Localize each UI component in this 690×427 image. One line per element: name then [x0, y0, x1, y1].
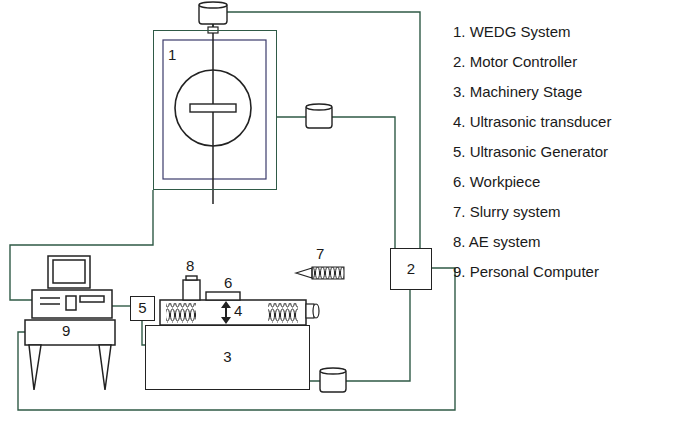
wires	[10, 190, 455, 410]
component-box: 2	[390, 248, 432, 290]
slurry-nozzle	[296, 267, 344, 279]
ae-sensor	[183, 276, 200, 300]
legend-entry: 7. Slurry system	[453, 204, 561, 221]
callout-number: 7	[316, 246, 324, 263]
callout-number: 5	[138, 300, 146, 317]
wedg-mechanism	[163, 24, 266, 204]
callout-number: 6	[224, 275, 232, 292]
legend-entry: 9. Personal Computer	[453, 264, 599, 281]
callout-number: 3	[223, 349, 231, 366]
callout-number: 9	[62, 323, 70, 340]
legend-entry: 6. Workpiece	[453, 174, 540, 191]
personal-computer	[25, 256, 115, 390]
legend-entry: 8. AE system	[453, 234, 541, 251]
callout-number: 4	[234, 303, 242, 320]
workpiece	[206, 292, 240, 300]
component-box: 5	[130, 296, 155, 321]
component-box: 3	[145, 325, 310, 390]
component-box: 1	[153, 30, 277, 190]
legend-entry: 1. WEDG System	[453, 24, 571, 41]
transducer-plate	[160, 300, 319, 325]
callout-number: 2	[407, 261, 415, 278]
legend-entry: 5. Ultrasonic Generator	[453, 144, 608, 161]
callout-number: 8	[186, 258, 194, 275]
legend-entry: 2. Motor Controller	[453, 54, 577, 71]
legend-entry: 3. Machinery Stage	[453, 84, 582, 101]
wire-connector	[277, 117, 395, 248]
callout-number: 1	[168, 47, 176, 64]
wire-connector	[310, 290, 410, 381]
legend-entry: 4. Ultrasonic transducer	[453, 114, 611, 131]
